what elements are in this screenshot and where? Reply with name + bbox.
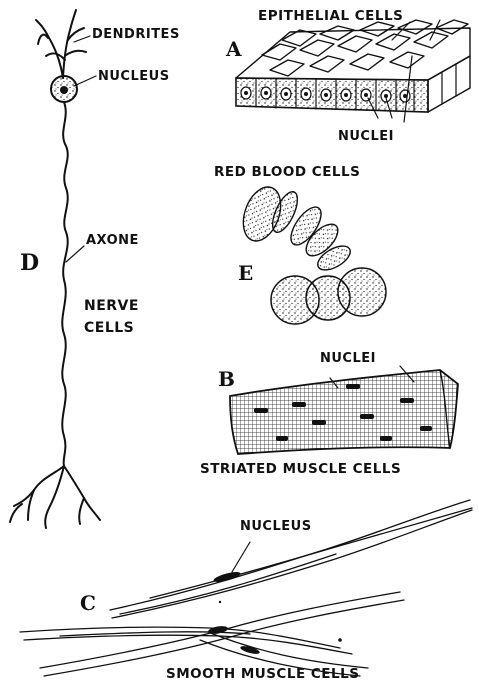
epithelial-cells: A EPITHELIAL CELLS NUCLEI: [225, 8, 470, 144]
label-red-blood-cells: RED BLOOD CELLS: [214, 164, 360, 180]
smooth-muscle-cells: C NUCLEUS SMOOTH MUSCLE CELLS: [20, 500, 472, 682]
blood-cells-face-view: [271, 268, 386, 324]
blood-letter: E: [238, 261, 253, 285]
label-nerve: NERVE: [84, 298, 139, 314]
label-dendrites: DENDRITES: [92, 27, 180, 42]
smooth-letter: C: [80, 591, 96, 615]
red-blood-cells: RED BLOOD CELLS E: [214, 164, 386, 324]
axon: [62, 102, 67, 466]
nerve-nucleus: [60, 86, 68, 94]
nerve-cell-body: [51, 76, 77, 102]
smooth-dot: [219, 601, 221, 603]
dendrites-top: [36, 10, 86, 78]
nerve-leader-lines: [66, 36, 96, 262]
smooth-dot: [338, 638, 342, 642]
label-smooth-muscle-cells: SMOOTH MUSCLE CELLS: [166, 666, 359, 682]
label-striated-muscle-cells: STRIATED MUSCLE CELLS: [200, 461, 401, 477]
label-epithelial-cells: EPITHELIAL CELLS: [258, 8, 403, 24]
axon-terminal-branches: [10, 466, 100, 528]
striated-letter: B: [218, 367, 235, 391]
blood-cells-side-view: [236, 182, 354, 275]
label-epithelial-nuclei: NUCLEI: [338, 129, 394, 144]
striated-muscle-cells: B NUCLEI STRIATED MUSCLE CELLS: [200, 351, 458, 477]
label-axone: AXONE: [86, 233, 139, 248]
label-cells: CELLS: [84, 320, 134, 336]
nerve-cell: D DENDRITES NUCLEUS AXONE NERVE CELLS: [10, 10, 180, 528]
label-nucleus: NUCLEUS: [98, 69, 170, 84]
smooth-leader-line: [232, 542, 250, 572]
nerve-letter: D: [20, 250, 39, 276]
label-smooth-nucleus: NUCLEUS: [240, 519, 312, 534]
epithelial-letter: A: [225, 37, 242, 61]
label-striated-nuclei: NUCLEI: [320, 351, 376, 366]
